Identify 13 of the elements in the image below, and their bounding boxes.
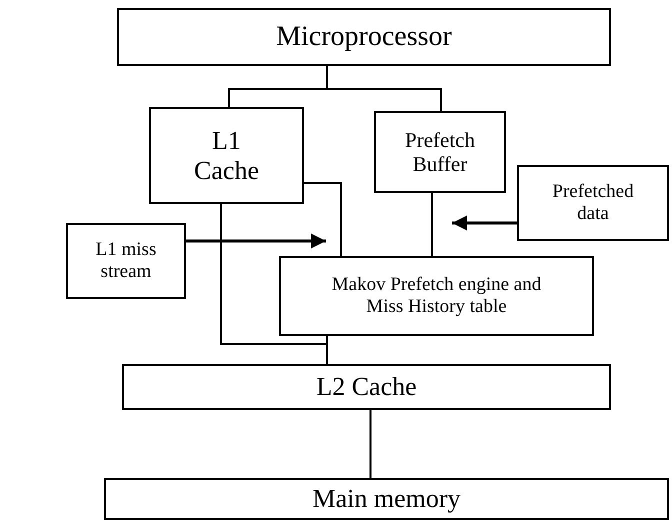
component-box: Prefetched data <box>517 165 669 241</box>
component-box: Makov Prefetch engine and Miss History table <box>279 256 594 336</box>
component-box: Main memory <box>104 478 669 520</box>
component-box: Prefetch Buffer <box>374 111 506 193</box>
connector-line <box>370 410 372 478</box>
arrow <box>452 216 517 230</box>
component-box: L2 Cache <box>122 364 611 410</box>
connector-line <box>304 182 342 256</box>
component-box: L1 Cache <box>149 107 304 204</box>
arrow <box>186 234 326 248</box>
component-box: Microprocessor <box>117 8 611 66</box>
component-box: L1 miss stream <box>66 223 186 299</box>
connector-line <box>431 193 433 256</box>
